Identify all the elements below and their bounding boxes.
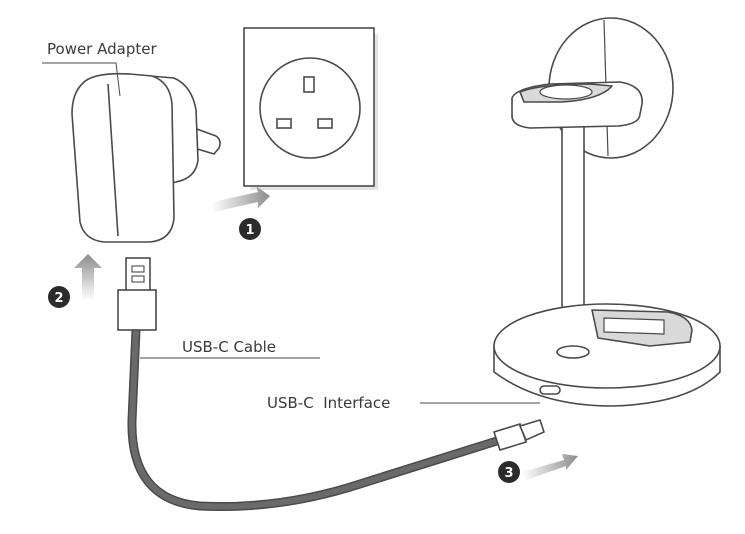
step-1-badge: 1 [239, 218, 261, 240]
step-3-number: 3 [504, 466, 513, 481]
usb-c-cable [117, 257, 545, 512]
power-adapter [71, 72, 221, 243]
usb-a-plug [117, 257, 157, 331]
label-usb-c-interface: USB-C Interface [267, 394, 390, 412]
wall-socket [243, 27, 378, 190]
socket-face [259, 57, 361, 159]
cable-wire [127, 325, 505, 512]
step-2-badge: 2 [48, 286, 70, 308]
leader-lines [42, 62, 540, 404]
socket-live-slot [276, 118, 292, 129]
adapter-face-edge [107, 83, 119, 237]
label-usb-c-cable: USB-C Cable [182, 338, 276, 356]
socket-neutral-slot [317, 118, 333, 129]
socket-earth-slot [303, 76, 315, 93]
step-1-number: 1 [245, 223, 254, 238]
charging-stand [493, 17, 721, 407]
step-3-arrow [522, 454, 578, 480]
step-2-arrow [74, 254, 102, 300]
leader-power-adapter [42, 62, 121, 97]
step-2-number: 2 [54, 291, 63, 306]
label-power-adapter: Power Adapter [47, 40, 157, 58]
adapter-body [71, 72, 175, 243]
adapter-prong [193, 127, 221, 155]
stand-usb-c-port [539, 385, 561, 395]
step-3-badge: 3 [498, 461, 520, 483]
step-1-arrow [212, 186, 270, 212]
stand-pole-collar [556, 345, 590, 359]
usb-c-plug [492, 419, 545, 451]
